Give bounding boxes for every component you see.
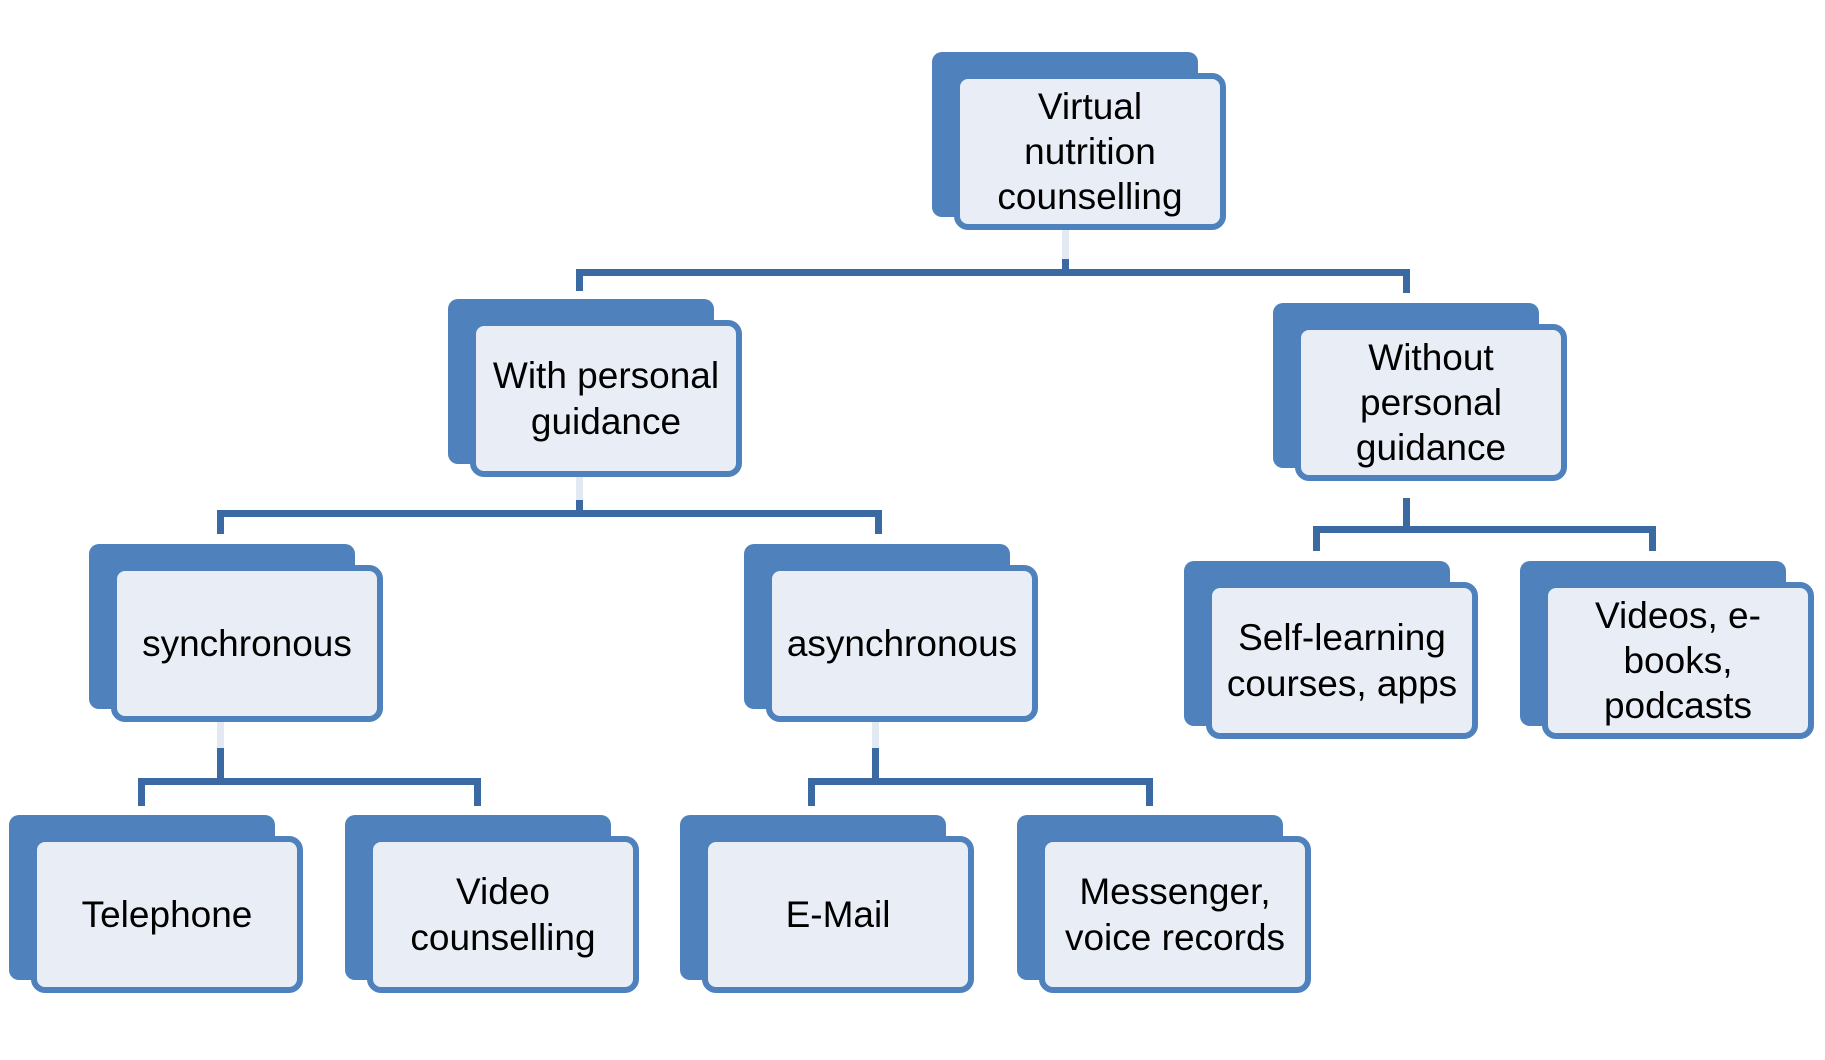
node-label-panel: Video counselling [367, 836, 639, 993]
node-asynchronous: asynchronous [744, 544, 1044, 724]
connector-line [1649, 526, 1656, 551]
node-label: Self-learning courses, apps [1226, 617, 1458, 704]
connector-line [576, 500, 583, 516]
connector-line [217, 510, 882, 517]
connector-line [1062, 227, 1069, 263]
node-telephone: Telephone [9, 815, 309, 995]
connector-line [138, 778, 481, 785]
connector-line [217, 510, 224, 534]
node-label: Messenger, voice records [1064, 871, 1286, 958]
node-label: Virtual nutrition counselling [997, 85, 1183, 218]
node-label: synchronous [142, 622, 352, 664]
connector-line [576, 476, 583, 504]
connector-line [217, 748, 224, 784]
node-label-panel: Messenger, voice records [1039, 836, 1311, 993]
node-label-panel: Telephone [31, 836, 303, 993]
connector-line [872, 748, 879, 784]
connector-line [1062, 259, 1069, 276]
connector-line [1313, 526, 1656, 533]
connector-line [808, 778, 815, 806]
node-label-panel: E-Mail [702, 836, 974, 993]
node-e-mail: E-Mail [680, 815, 980, 995]
connector-line [1403, 498, 1410, 532]
connector-line [576, 269, 583, 291]
node-messenger-voice-records: Messenger, voice records [1017, 815, 1317, 995]
connector-line [576, 269, 1410, 276]
connector-line [875, 510, 882, 534]
node-self-learning-courses-apps: Self-learning courses, apps [1184, 561, 1484, 741]
node-label: Without personal guidance [1355, 336, 1507, 469]
connector-line [1313, 526, 1320, 551]
connector-line [808, 778, 1153, 785]
connector-line [872, 720, 879, 752]
node-videos-ebooks-podcasts: Videos, e-books, podcasts [1520, 561, 1820, 741]
node-label-panel: Self-learning courses, apps [1206, 582, 1478, 739]
node-synchronous: synchronous [89, 544, 389, 724]
node-label-panel: With personal guidance [470, 320, 742, 477]
node-label: With personal guidance [492, 355, 720, 442]
node-label: E-Mail [785, 893, 891, 935]
connector-line [1146, 778, 1153, 806]
connector-line [138, 778, 145, 806]
node-label-panel: Videos, e-books, podcasts [1542, 582, 1814, 739]
node-label-panel: synchronous [111, 565, 383, 722]
node-video-counselling: Video counselling [345, 815, 645, 995]
node-label-panel: asynchronous [766, 565, 1038, 722]
node-label: asynchronous [786, 622, 1018, 664]
connector-line [474, 778, 481, 806]
node-label: Video counselling [410, 871, 596, 958]
node-label-panel: Virtual nutrition counselling [954, 73, 1226, 230]
node-with-personal-guidance: With personal guidance [448, 299, 748, 479]
node-label: Telephone [81, 893, 253, 935]
node-label: Videos, e-books, podcasts [1595, 594, 1761, 727]
connector-line [217, 720, 224, 752]
node-virtual-nutrition-counselling: Virtual nutrition counselling [932, 52, 1232, 232]
connector-line [1403, 269, 1410, 293]
node-label-panel: Without personal guidance [1295, 324, 1567, 481]
node-without-personal-guidance: Without personal guidance [1273, 303, 1573, 483]
